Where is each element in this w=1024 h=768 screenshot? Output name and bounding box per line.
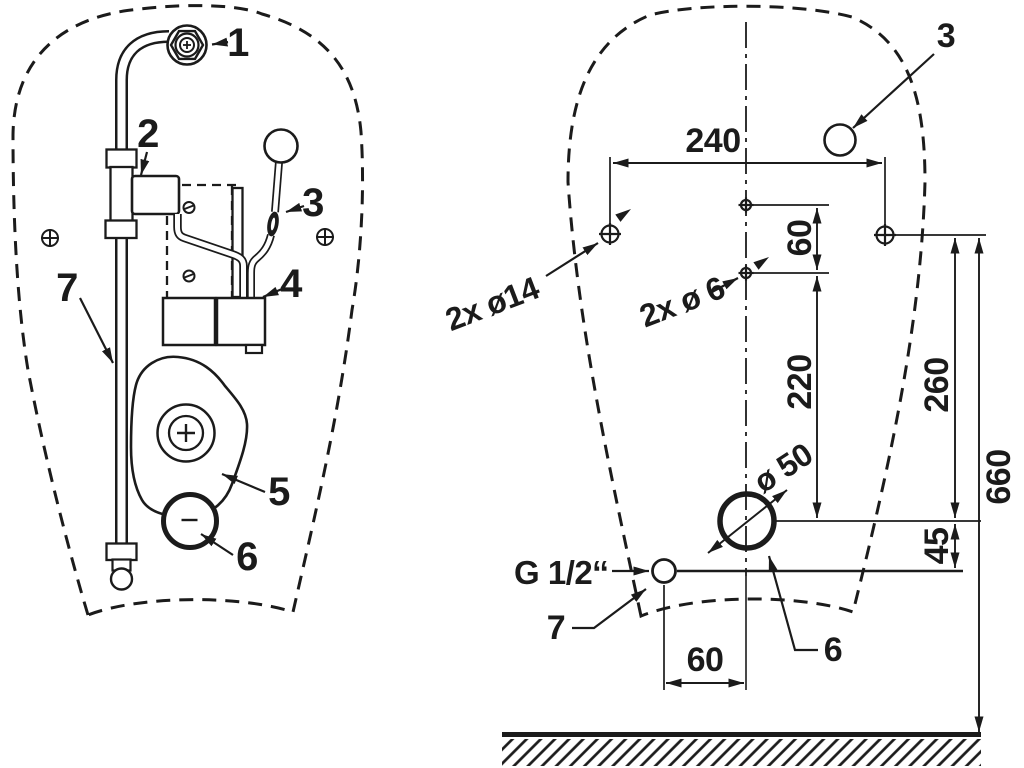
left-callout-4: 4 [280, 262, 303, 306]
valve-head-cross [183, 41, 191, 49]
pipe-nut-lower [104, 219, 138, 240]
bracket-screw-lower [182, 269, 196, 283]
fixing-cross-left [41, 229, 59, 247]
battery-box-right [215, 296, 267, 347]
leader-callout-4 [262, 286, 283, 299]
dimension-view: 240 60 220 260 45 660 60 2x ø14 2x ø 6 ø… [441, 4, 1018, 766]
leader-callout-7 [572, 588, 647, 630]
leader-callout-1 [211, 37, 229, 47]
leader-callout-3-left [285, 202, 305, 214]
left-callout-1: 1 [227, 21, 249, 65]
plus-port-outer-circle [156, 403, 216, 463]
left-callout-2: 2 [137, 112, 159, 156]
leader-holes6 [711, 277, 739, 293]
leader-callout-2 [139, 151, 150, 176]
left-callout-5: 5 [268, 470, 290, 514]
drain-diameter-line [707, 489, 788, 554]
right-callout-6: 6 [824, 631, 842, 669]
plus-symbol [177, 424, 195, 442]
right-callout-7: 7 [547, 609, 565, 647]
urinal-outline-dashed-left [11, 4, 365, 617]
right-callout-3: 3 [937, 17, 955, 55]
holes6-label: 2x ø 6 [635, 269, 730, 334]
sensor-hole-circle [823, 123, 857, 157]
installation-view: 1 2 3 4 5 6 7 [11, 4, 365, 617]
dim-220-label: 220 [781, 354, 819, 409]
left-leader-lines [79, 37, 305, 556]
leader-callout-5 [221, 472, 266, 494]
dim-60-bottom-label: 60 [687, 641, 724, 679]
tick-arrow-hole14 [615, 209, 631, 222]
drain-diameter-label: ø 50 [747, 436, 819, 500]
valve-head-hex-nut [169, 29, 205, 61]
water-inlet-label: G 1/2‘‘ [514, 554, 608, 591]
dim-45-label: 45 [918, 528, 956, 565]
dim-660-label: 660 [980, 449, 1018, 504]
leader-callout-6 [767, 555, 818, 652]
extension-lines [609, 157, 986, 690]
sensor-bulb [263, 128, 299, 164]
left-callout-6: 6 [236, 535, 258, 579]
dim-240-label: 240 [685, 122, 740, 160]
water-inlet-hole [651, 558, 677, 584]
left-callout-7: 7 [56, 266, 78, 310]
water-pipe-core [117, 32, 170, 547]
dimension-lines [613, 158, 984, 732]
bulb-tube-lower-core [248, 234, 274, 298]
battery-box-tab [244, 343, 264, 355]
floor-hatch [502, 739, 981, 766]
left-callout-3: 3 [302, 181, 324, 225]
fixing-cross-right [316, 228, 334, 246]
valve-body [130, 174, 181, 216]
valve-head-ring [174, 32, 200, 58]
z-hose-core [175, 214, 246, 298]
holes14-label: 2x ø14 [441, 269, 545, 337]
hose-olive-connector [267, 211, 279, 237]
leader-callout-6-left [200, 533, 234, 556]
pipe-coupling [109, 165, 134, 223]
tick-arrow-hole6 [753, 257, 769, 270]
leader-callout-7-left [79, 297, 114, 364]
dim-260-label: 260 [918, 357, 956, 412]
pipe-nut-upper [105, 148, 138, 169]
valve-head-center [179, 37, 195, 53]
dim-60-top-label: 60 [781, 220, 819, 257]
plus-port-inner-circle [167, 414, 205, 452]
pipe-nut-bottom [105, 542, 138, 562]
leader-callout-3 [852, 53, 935, 129]
bulb-tube-upper-core [272, 161, 282, 213]
fixing-holes [599, 197, 896, 281]
pipe-end-ball [109, 567, 134, 591]
bracket-screw-upper [182, 201, 196, 214]
leader-holes14 [545, 242, 599, 277]
leader-lines [545, 53, 935, 652]
battery-box-left [161, 296, 217, 347]
